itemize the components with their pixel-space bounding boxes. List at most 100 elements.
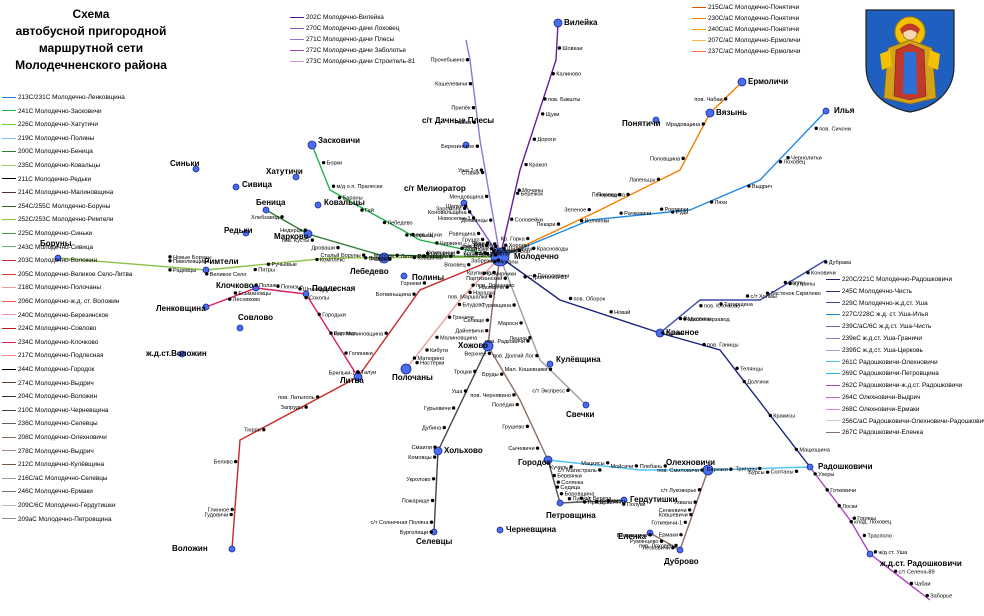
stop-marker[interactable] (559, 491, 564, 496)
stop-marker[interactable] (837, 504, 841, 508)
stop-marker[interactable] (543, 97, 547, 101)
stop-marker[interactable] (555, 485, 560, 489)
stop-marker[interactable] (442, 425, 446, 430)
major-place-marker[interactable] (202, 303, 210, 311)
stop-marker[interactable] (304, 295, 308, 300)
stop-marker[interactable] (485, 251, 489, 256)
stop-marker[interactable] (336, 245, 340, 250)
stop-marker[interactable] (622, 502, 626, 506)
stop-marker[interactable] (484, 194, 489, 199)
stop-marker[interactable] (337, 195, 342, 200)
stop-marker[interactable] (429, 520, 434, 524)
stop-marker[interactable] (747, 184, 751, 188)
stop-marker[interactable] (814, 126, 818, 131)
stop-marker[interactable] (502, 246, 506, 250)
stop-marker[interactable] (788, 281, 792, 286)
stop-marker[interactable] (515, 402, 519, 407)
stop-marker[interactable] (467, 210, 472, 214)
major-place-marker[interactable] (652, 116, 660, 124)
stop-marker[interactable] (472, 120, 476, 124)
stop-marker[interactable] (719, 302, 723, 306)
stop-marker[interactable] (485, 328, 489, 333)
stop-marker[interactable] (605, 461, 610, 465)
stop-marker[interactable] (813, 472, 817, 476)
stop-marker[interactable] (492, 249, 496, 253)
stop-marker[interactable] (634, 464, 639, 468)
stop-marker[interactable] (683, 317, 687, 321)
stop-marker[interactable] (471, 106, 476, 110)
stop-marker[interactable] (505, 285, 509, 289)
stop-marker[interactable] (499, 372, 504, 376)
stop-marker[interactable] (852, 516, 856, 520)
stop-marker[interactable] (679, 532, 683, 537)
stop-marker[interactable] (344, 351, 348, 355)
major-place-marker[interactable] (806, 463, 814, 471)
major-place-marker[interactable] (433, 446, 443, 456)
stop-marker[interactable] (540, 112, 545, 116)
stop-marker[interactable] (467, 262, 471, 267)
stop-marker[interactable] (168, 268, 172, 272)
stop-marker[interactable] (462, 206, 467, 211)
major-place-marker[interactable] (192, 165, 200, 173)
major-place-marker[interactable] (582, 401, 590, 409)
stop-marker[interactable] (618, 192, 622, 197)
major-place-marker[interactable] (676, 546, 684, 554)
stop-marker[interactable] (609, 310, 613, 314)
stop-marker[interactable] (806, 271, 810, 275)
stop-marker[interactable] (485, 318, 490, 322)
stop-marker[interactable] (587, 207, 591, 212)
major-place-marker[interactable] (307, 140, 317, 150)
stop-marker[interactable] (681, 156, 685, 161)
stop-marker[interactable] (661, 331, 665, 335)
stop-marker[interactable] (909, 581, 914, 586)
stop-marker[interactable] (606, 499, 611, 503)
stop-marker[interactable] (493, 259, 497, 264)
stop-marker[interactable] (321, 160, 326, 165)
stop-marker[interactable] (433, 445, 437, 449)
stop-marker[interactable] (432, 455, 437, 459)
stop-marker[interactable] (234, 459, 238, 464)
stop-marker[interactable] (619, 211, 623, 215)
major-place-marker[interactable] (400, 363, 412, 375)
stop-marker[interactable] (548, 367, 553, 371)
stop-marker[interactable] (262, 427, 266, 432)
stop-marker[interactable] (523, 275, 527, 279)
major-place-marker[interactable] (178, 350, 186, 358)
stop-marker[interactable] (674, 543, 678, 548)
stop-marker[interactable] (471, 283, 475, 287)
stop-marker[interactable] (425, 348, 429, 352)
stop-marker[interactable] (388, 257, 392, 261)
stop-marker[interactable] (384, 331, 388, 335)
major-place-marker[interactable] (400, 272, 408, 280)
stop-marker[interactable] (519, 321, 523, 325)
stop-marker[interactable] (535, 353, 539, 358)
stop-marker[interactable] (280, 215, 284, 219)
major-place-marker[interactable] (202, 266, 210, 274)
stop-marker[interactable] (556, 480, 561, 484)
stop-marker[interactable] (723, 97, 728, 101)
stop-marker[interactable] (689, 512, 693, 517)
stop-marker[interactable] (786, 156, 790, 160)
stop-marker[interactable] (228, 297, 232, 301)
stop-marker[interactable] (659, 207, 664, 211)
stop-marker[interactable] (493, 242, 497, 246)
stop-marker[interactable] (659, 539, 664, 543)
stop-marker[interactable] (594, 499, 599, 504)
major-place-marker[interactable] (546, 360, 554, 368)
stop-marker[interactable] (697, 488, 702, 492)
stop-marker[interactable] (168, 259, 172, 263)
stop-marker[interactable] (535, 446, 540, 450)
stop-marker[interactable] (492, 270, 496, 275)
stop-marker[interactable] (471, 216, 476, 220)
stop-marker[interactable] (778, 160, 783, 164)
stop-marker[interactable] (362, 253, 366, 257)
stop-marker[interactable] (484, 243, 489, 248)
stop-marker[interactable] (925, 593, 929, 598)
stop-marker[interactable] (825, 488, 829, 492)
stop-marker[interactable] (412, 356, 417, 360)
stop-marker[interactable] (515, 191, 520, 196)
major-place-marker[interactable] (822, 107, 830, 115)
major-place-marker[interactable] (866, 550, 874, 558)
stop-marker[interactable] (656, 177, 661, 181)
stop-marker[interactable] (468, 290, 472, 295)
